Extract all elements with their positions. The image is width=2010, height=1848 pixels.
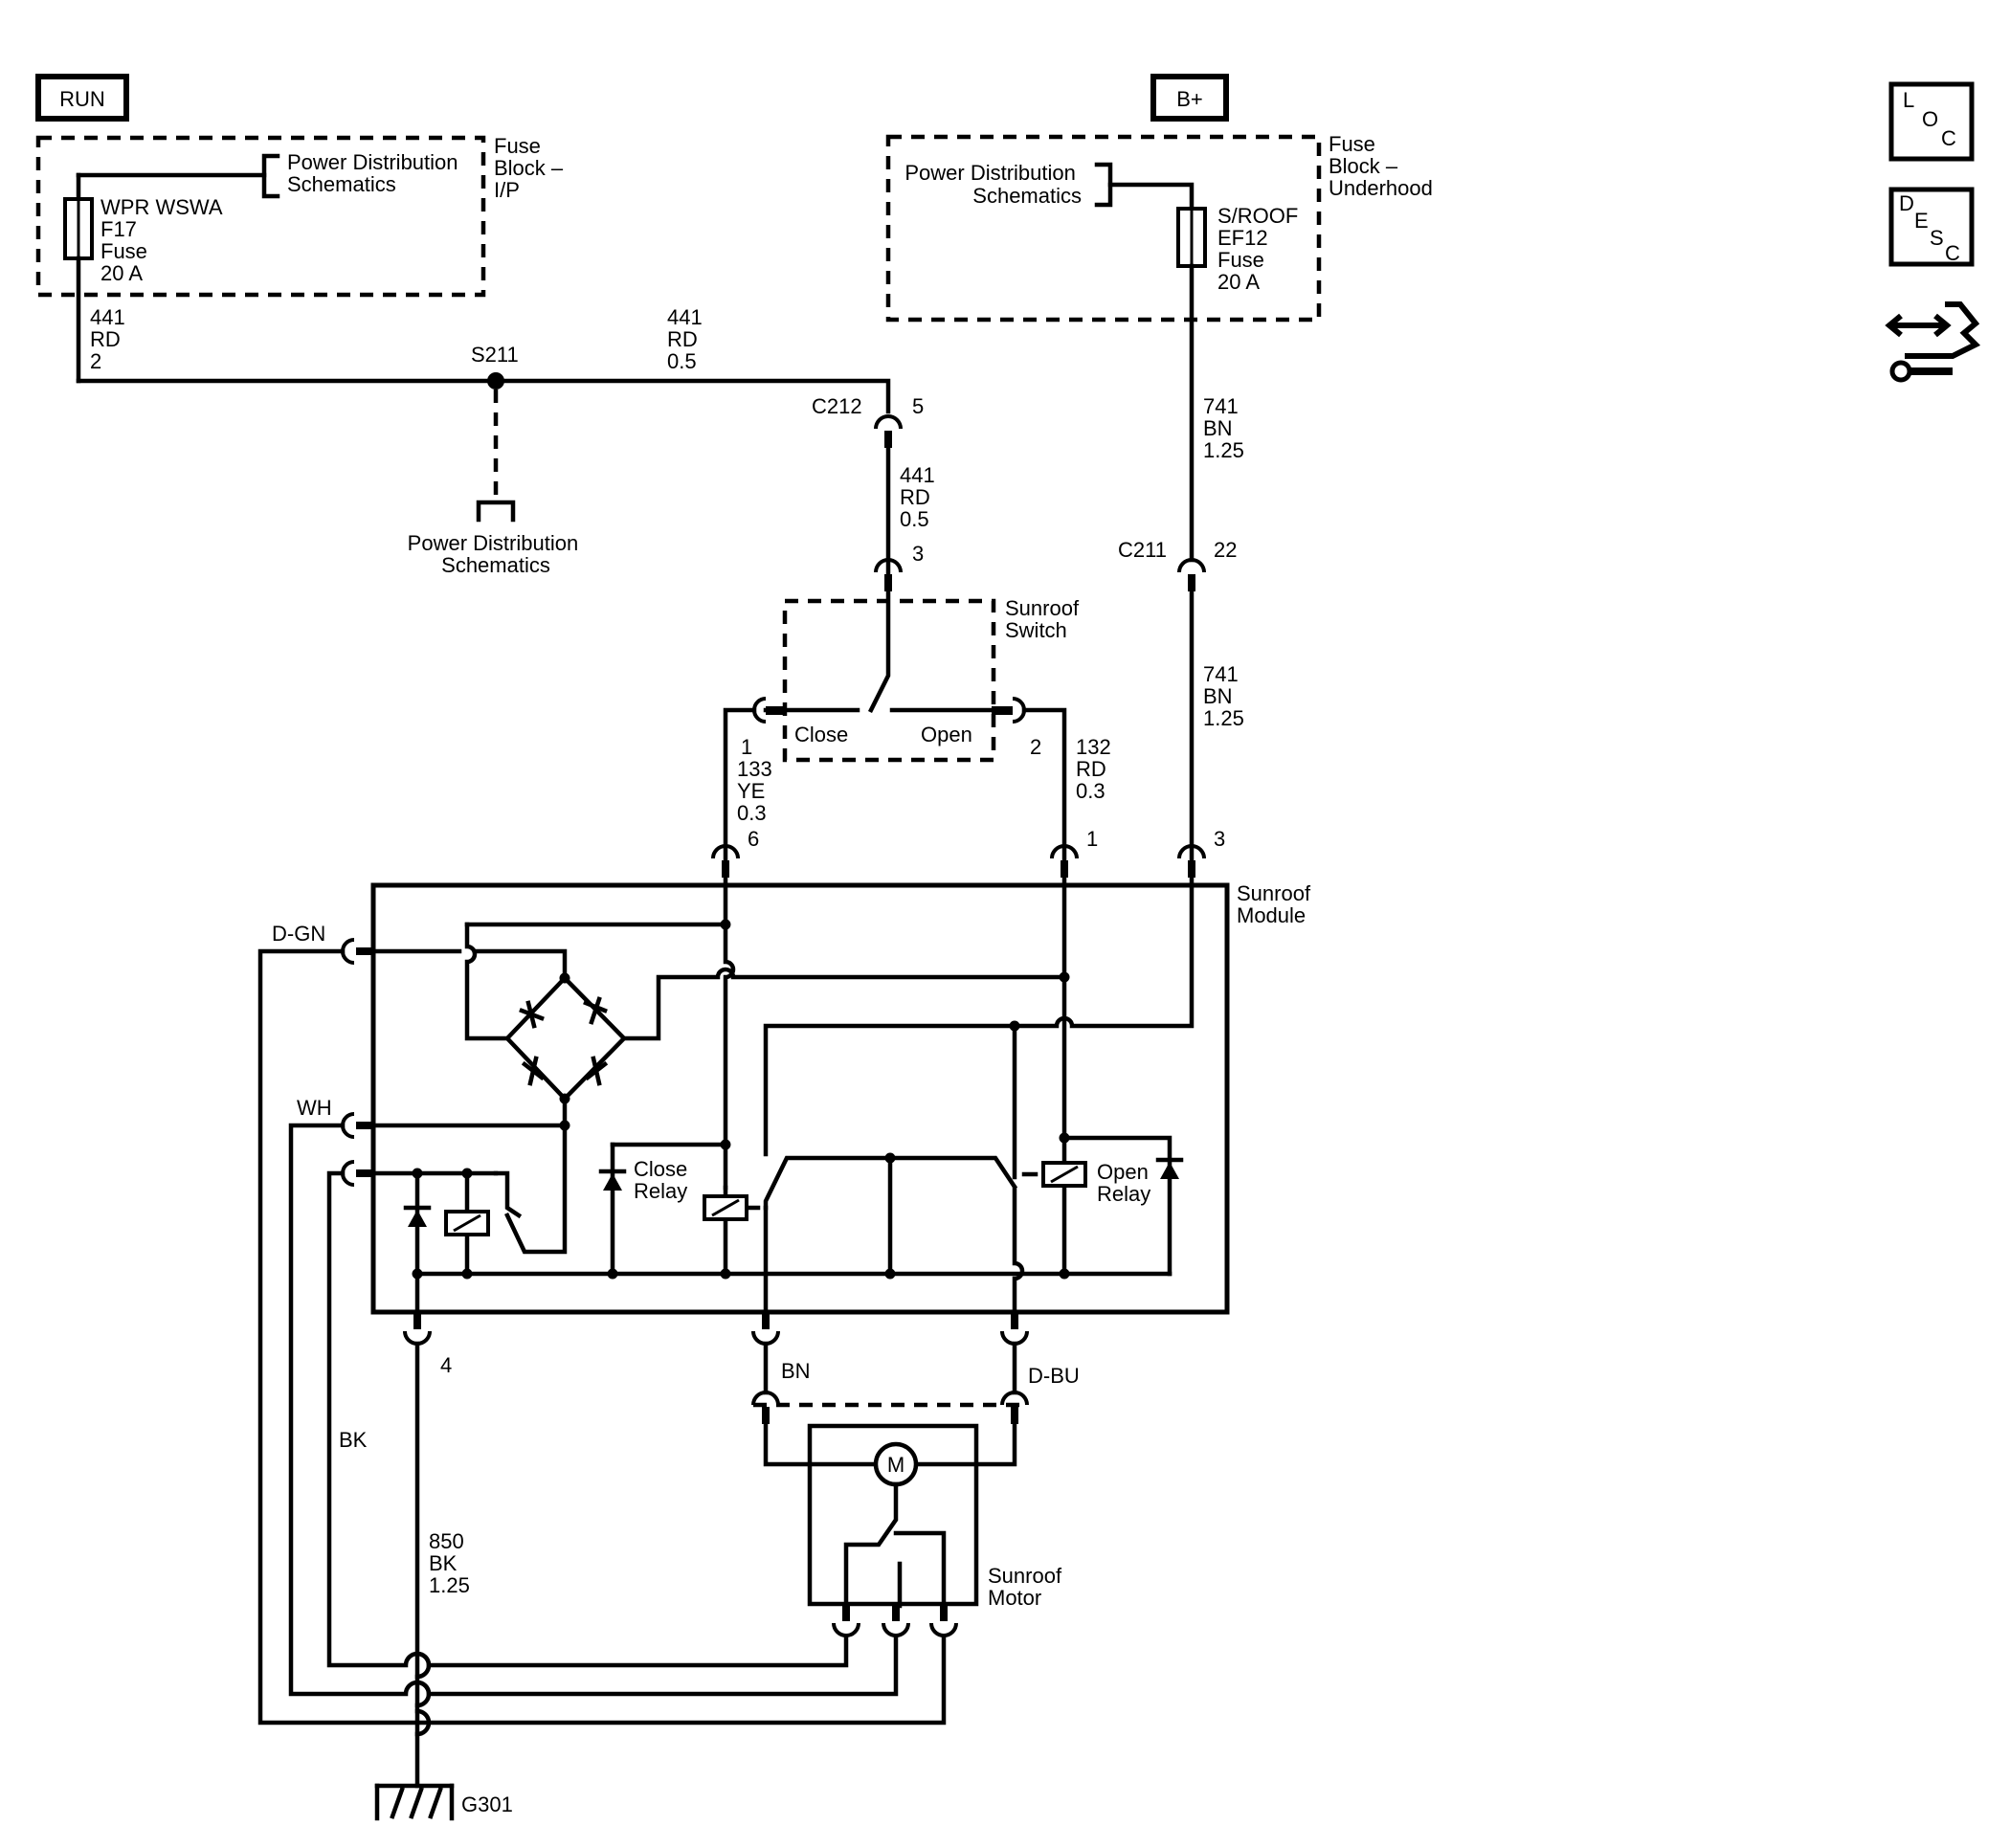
svg-text:S: S <box>1930 226 1944 250</box>
fuse-ef12-label: S/ROOF EF12 Fuse 20 A <box>1217 204 1304 294</box>
module-internal-wiring <box>363 875 1195 1329</box>
wire-441 <box>76 378 891 414</box>
switch-connector-pin-3 <box>874 558 903 591</box>
d-bu-label: D-BU <box>1028 1364 1080 1388</box>
module-connector-pin-1 <box>1050 844 1079 878</box>
svg-text:C: C <box>1945 241 1960 265</box>
pds-label-1[interactable]: Power Distribution Schematics <box>287 150 464 196</box>
splice-s211 <box>487 372 504 390</box>
wire-133 <box>723 707 757 861</box>
run-power-label: RUN <box>35 74 129 122</box>
connector-c212 <box>874 414 903 448</box>
c212-pin-label: 5 <box>912 394 924 418</box>
desc-icon[interactable]: D E S C <box>1888 187 1975 267</box>
sunroof-module-label: Sunroof Module <box>1237 881 1316 927</box>
pds-label-2[interactable]: Power Distribution Schematics <box>904 161 1082 208</box>
module-pin-6-label: 6 <box>748 827 759 851</box>
fuse-block-underhood-label: Fuse Block – Underhood <box>1329 132 1433 200</box>
g301-label: G301 <box>461 1792 513 1816</box>
loc-icon[interactable]: L O C <box>1888 81 1975 162</box>
ground-g301-icon <box>374 1783 455 1821</box>
connector-c211 <box>1177 558 1206 591</box>
wire-d-gn <box>257 948 947 1726</box>
c211-label: C211 <box>1118 538 1167 562</box>
sunroof-module-box[interactable] <box>370 882 1230 1315</box>
connector-wh <box>341 1112 373 1139</box>
open-diode-icon <box>1155 1157 1184 1179</box>
sunroof-motor-label: Sunroof Motor <box>988 1564 1067 1610</box>
module-connector-pin-3 <box>1177 844 1206 878</box>
wire-850-label: 850 BK 1.25 <box>429 1529 470 1597</box>
wh-label: WH <box>297 1096 332 1120</box>
svg-text:C: C <box>1941 126 1956 150</box>
fuse-block-ip-box <box>35 135 486 298</box>
svg-text:L: L <box>1903 88 1914 112</box>
wire-441-left-label: 441 RD 2 <box>90 305 131 373</box>
sunroof-switch-label: Sunroof Switch <box>1005 596 1084 642</box>
splice-s211-label: S211 <box>471 343 519 367</box>
open-relay-coil-icon <box>1041 1161 1087 1188</box>
connector-pinout-icon[interactable] <box>1885 301 1981 383</box>
wire-441-c212-label: 441 RD 0.5 <box>900 463 941 531</box>
module-connector-pin-6 <box>711 844 740 878</box>
switch-close-label: Close <box>794 723 848 746</box>
wire-wh <box>288 1123 899 1697</box>
module-junction-dots <box>412 919 1070 1280</box>
close-relay-label: Close Relay <box>634 1157 693 1203</box>
svg-text:D: D <box>1899 191 1914 215</box>
svg-text:E: E <box>1914 209 1929 233</box>
d-gn-label: D-GN <box>272 922 325 946</box>
wire-441-mid-label: 441 RD 0.5 <box>667 305 708 373</box>
motor-connectors <box>832 1606 958 1637</box>
module-pin-1-label: 1 <box>1086 827 1098 851</box>
switch-pin-2-label: 2 <box>1030 735 1041 759</box>
wire-133-label: 1 133 YE 0.3 <box>737 735 778 825</box>
module-connector-pin-4 <box>403 1312 432 1346</box>
bk-label: BK <box>339 1428 368 1452</box>
wire-132-label: 132 RD 0.3 <box>1076 735 1117 803</box>
fuse-block-ip-label: Fuse Block – I/P <box>494 134 569 202</box>
wire-741-top-label: 741 BN 1.25 <box>1203 394 1244 462</box>
fuse-block-underhood-box <box>885 134 1322 323</box>
switch-pin-3-label: 3 <box>912 542 924 566</box>
bn-label: BN <box>781 1359 811 1383</box>
c211-pin-label: 22 <box>1214 538 1237 562</box>
pin-4-label: 4 <box>440 1353 452 1377</box>
connector-bk <box>341 1160 373 1187</box>
wire-crossovers <box>414 1651 432 1737</box>
switch-open-label: Open <box>921 723 972 746</box>
svg-text:B+: B+ <box>1176 87 1203 111</box>
svg-text:RUN: RUN <box>59 87 105 111</box>
pds-bracket-3 <box>476 500 516 523</box>
close-relay-coil-icon <box>703 1194 748 1221</box>
motor-symbol: M <box>887 1453 904 1477</box>
wire-741-bottom-label: 741 BN 1.25 <box>1203 662 1244 730</box>
connector-d-gn <box>341 938 373 965</box>
sunroof-motor-box[interactable] <box>807 1423 979 1607</box>
switch-contact <box>867 589 891 714</box>
fuse-f17-label: WPR WSWA F17 Fuse 20 A <box>100 195 227 285</box>
svg-text:O: O <box>1922 107 1938 131</box>
wire-132 <box>1021 707 1067 861</box>
open-relay-label: Open Relay <box>1097 1160 1154 1206</box>
module-pin-3-label: 3 <box>1214 827 1225 851</box>
aux-relay-coil-icon <box>444 1210 490 1236</box>
battery-power-label: B+ <box>1150 74 1229 122</box>
pds-label-3[interactable]: Power Distribution Schematics <box>408 531 585 577</box>
c212-label: C212 <box>812 394 862 418</box>
ground-diode-icon <box>403 1205 432 1227</box>
close-diode-icon <box>598 1169 627 1191</box>
